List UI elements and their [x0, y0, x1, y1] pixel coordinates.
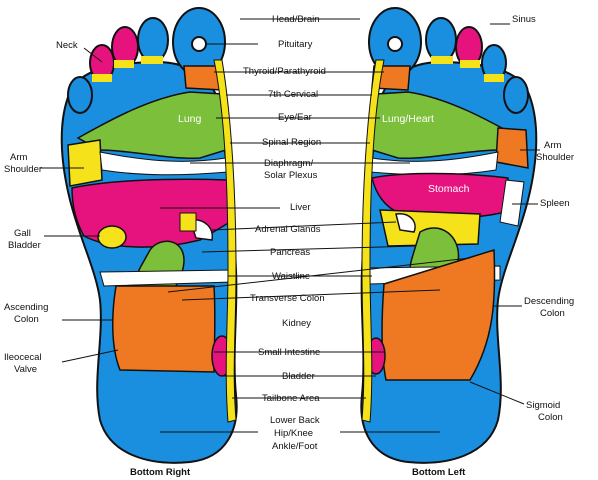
label-sigmoid: Sigmoid	[526, 400, 560, 411]
right-toe-2	[138, 18, 168, 62]
label-eye-ear: Eye/Ear	[278, 112, 312, 123]
right-toe-neck-2	[141, 56, 163, 64]
right-foot-caption: Bottom Right	[130, 467, 191, 478]
right-toe-neck-3	[114, 60, 134, 68]
label-spleen: Spleen	[540, 198, 570, 209]
label-shoulder-right: Shoulder	[536, 152, 574, 163]
left-toe-neck-3	[460, 60, 480, 68]
right-shoulder-zone	[68, 140, 102, 186]
right-foot: Lung Bottom Right	[62, 8, 237, 478]
label-bladder: Bladder	[282, 371, 315, 382]
label-ileocecal-valve: Valve	[14, 364, 37, 375]
left-foot-caption: Bottom Left	[412, 467, 466, 478]
label-small-intestine: Small Intestine	[258, 347, 320, 358]
label-tailbone-area: Tailbone Area	[262, 393, 320, 404]
label-arm-right: Arm	[544, 140, 562, 151]
left-toe-5	[504, 77, 528, 113]
label-lower-back: Lower Back	[270, 415, 320, 426]
left-lung-label: Lung/Heart	[382, 113, 434, 125]
label-shoulder-left: Shoulder	[4, 164, 42, 175]
label-descending: Descending	[524, 296, 574, 307]
label-pituitary: Pituitary	[278, 39, 313, 50]
label-sinus: Sinus	[512, 14, 536, 25]
label-ascending-colon: Colon	[14, 314, 39, 325]
label-head-brain: Head/Brain	[272, 14, 320, 25]
label-kidney: Kidney	[282, 318, 311, 329]
label-liver: Liver	[290, 202, 311, 213]
left-stomach-label: Stomach	[428, 183, 470, 195]
right-pancreas-zone	[180, 213, 196, 231]
label-hip-knee: Hip/Knee	[274, 428, 313, 439]
label-gall-bladder: Bladder	[8, 240, 41, 251]
label-thyroid: Thyroid/Parathyroid	[243, 66, 326, 77]
label-7th-cervical: 7th Cervical	[268, 89, 318, 100]
right-toe-neck-4	[92, 74, 112, 82]
label-neck: Neck	[56, 40, 78, 51]
label-gall: Gall	[14, 228, 31, 239]
left-pituitary-spot	[388, 37, 402, 51]
label-spinal-region: Spinal Region	[262, 137, 321, 148]
label-arm-left: Arm	[10, 152, 28, 163]
left-foot: Lung/Heart Stomach Bottom Left	[361, 8, 536, 478]
label-ascending: Ascending	[4, 302, 48, 313]
label-sigmoid-colon: Colon	[538, 412, 563, 423]
label-ileocecal: Ileocecal	[4, 352, 42, 363]
label-adrenal-glands: Adrenal Glands	[255, 224, 321, 235]
label-diaphragm: Diaphragm/	[264, 158, 313, 169]
left-toe-2	[426, 18, 456, 62]
label-descending-colon: Colon	[540, 308, 565, 319]
label-ankle-foot: Ankle/Foot	[272, 441, 318, 452]
left-toe-neck-2	[431, 56, 453, 64]
right-toe-5	[68, 77, 92, 113]
left-shoulder-zone	[496, 128, 528, 168]
label-pancreas: Pancreas	[270, 247, 310, 258]
right-pituitary-spot	[192, 37, 206, 51]
left-toe-neck-4	[484, 74, 504, 82]
label-solar-plexus: Solar Plexus	[264, 170, 318, 181]
right-gall-bladder-zone	[98, 226, 126, 248]
right-lung-label: Lung	[178, 113, 202, 125]
